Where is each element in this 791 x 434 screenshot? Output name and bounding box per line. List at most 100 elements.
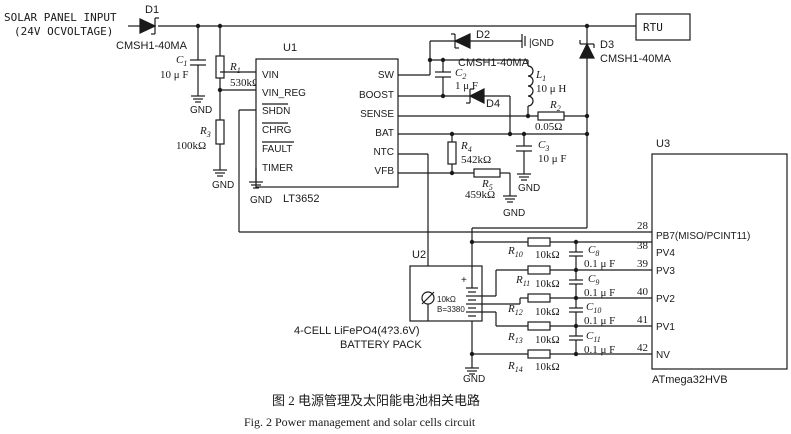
c10-value: 0.1 μ F xyxy=(584,315,615,327)
u1-pin-shdn: SHDN xyxy=(262,106,290,117)
c3-value: 10 μ F xyxy=(538,153,567,165)
solar-input-line2: (24V OCVOLTAGE) xyxy=(14,25,113,38)
capacitor-c3: C3 10 μ F GND xyxy=(516,134,567,194)
d1-part: CMSH1-40MA xyxy=(116,40,188,52)
top-rail xyxy=(128,23,636,29)
u1-pin-vfb: VFB xyxy=(375,166,395,177)
r13-ref: R13 xyxy=(507,331,523,345)
timer-gnd: GND xyxy=(249,168,272,206)
rtu-block: RTU xyxy=(635,13,691,41)
ic-u3-atmega32hvb: U3 ATmega32HVB 28 PB7(MISO/PCINT11) 38 P… xyxy=(637,138,788,386)
l1-ref: L1 xyxy=(535,69,546,83)
resistor-r1: R1 530kΩ xyxy=(215,26,260,120)
u1-pin-sw: SW xyxy=(378,70,395,81)
filter-capacitors: C8 0.1 μ F C9 0.1 μ F C10 0.1 μ F C11 0.… xyxy=(569,242,615,356)
u1-pin-timer: TIMER xyxy=(262,163,293,174)
u2-ref: U2 xyxy=(412,249,426,261)
caption-zh: 图 2 电源管理及太阳能电池相关电路 xyxy=(272,393,480,408)
c3-ref: C3 xyxy=(538,139,549,153)
u1-pin-bat: BAT xyxy=(375,128,394,139)
gnd-r3: GND xyxy=(212,180,234,191)
r12-ref: R12 xyxy=(507,303,523,317)
gnd-battery: GND xyxy=(463,374,485,385)
rtu-label: RTU xyxy=(643,21,663,34)
d3-ref: D3 xyxy=(600,39,614,51)
r2-value: 0.05Ω xyxy=(535,121,562,133)
shdn-to-pb7-wire xyxy=(238,109,652,233)
gnd-d2: |GND xyxy=(529,38,554,49)
r10-ref: R10 xyxy=(507,245,523,259)
u3-pin28-num: 28 xyxy=(637,220,649,232)
u3-pin42-num: 42 xyxy=(637,342,648,354)
u1-pin-vin: VIN xyxy=(262,70,279,81)
r10-value: 10kΩ xyxy=(535,249,560,261)
c2-value: 1 μ F xyxy=(455,80,478,92)
d2-part: CMSH1-40MA xyxy=(458,57,530,69)
inductor-l1: L1 10 μ H xyxy=(527,60,566,116)
u3-pin42-label: NV xyxy=(656,350,670,361)
c1-value: 10 μ F xyxy=(160,69,189,81)
c10-ref: C10 xyxy=(586,301,601,315)
gnd-c1: GND xyxy=(190,105,212,116)
r4-value: 542kΩ xyxy=(461,154,491,166)
c9-ref: C9 xyxy=(588,273,599,287)
r2-ref: R2 xyxy=(549,99,561,113)
u3-name: ATmega32HVB xyxy=(652,374,728,386)
r1-value: 530kΩ xyxy=(230,77,260,89)
d1-ref: D1 xyxy=(145,4,159,16)
d3-part: CMSH1-40MA xyxy=(600,53,672,65)
c11-value: 0.1 μ F xyxy=(584,344,615,356)
pack-line1: 4-CELL LiFePO4(4?3.6V) xyxy=(294,325,420,337)
c8-ref: C8 xyxy=(588,244,599,258)
caption-en: Fig. 2 Power management and solar cells … xyxy=(244,415,476,429)
c8-value: 0.1 μ F xyxy=(584,258,615,270)
u3-ref: U3 xyxy=(656,138,670,150)
c11-ref: C11 xyxy=(586,330,601,344)
capacitor-c1: C1 10 μ F GND xyxy=(160,26,212,116)
d2-ref: D2 xyxy=(476,29,490,41)
figure-caption: 图 2 电源管理及太阳能电池相关电路 Fig. 2 Power manageme… xyxy=(244,393,480,429)
u1-name: LT3652 xyxy=(283,193,320,205)
r1-ref: R1 xyxy=(229,61,241,75)
cell-tap-bus: GND xyxy=(463,227,587,385)
u3-pin40-num: 40 xyxy=(637,286,649,298)
vfb-r5: R5 459kΩ GND xyxy=(398,168,525,219)
gnd-timer: GND xyxy=(250,195,272,206)
u3-pin38-num: 38 xyxy=(637,240,649,252)
u1-ref: U1 xyxy=(283,42,297,54)
thermistor-beta: B=3380 xyxy=(437,305,465,314)
r3-value: 100kΩ xyxy=(176,140,206,152)
boost-node: D4 xyxy=(398,88,511,134)
u3-pin28-label: PB7(MISO/PCINT11) xyxy=(656,231,750,242)
resistor-r3: R3 100kΩ GND xyxy=(176,119,234,191)
r5-ref: R5 xyxy=(481,178,493,192)
c9-value: 0.1 μ F xyxy=(584,287,615,299)
u1-pin-chrg: CHRG xyxy=(262,125,292,136)
c1-ref: C1 xyxy=(176,54,187,68)
r11-value: 10kΩ xyxy=(535,278,560,290)
battery-pack-u2: U2 10kΩ B=3380 + 4-CELL LiFePO4(4?3.6V) … xyxy=(294,249,483,351)
l1-value: 10 μ H xyxy=(536,83,566,95)
u3-pin41-label: PV1 xyxy=(656,322,675,333)
diode-d2: D2 |GND CMSH1-40MA xyxy=(451,29,554,69)
battery-plus: + xyxy=(461,275,467,286)
diode-d1: D1 CMSH1-40MA xyxy=(116,4,188,52)
u1-pin-fault: FAULT xyxy=(262,144,292,155)
resistor-r4: R4 542kΩ xyxy=(447,134,491,176)
u3-pin39-label: PV3 xyxy=(656,266,675,277)
d4-ref: D4 xyxy=(486,98,500,110)
u1-pin-vin-reg: VIN_REG xyxy=(262,88,306,99)
r12-value: 10kΩ xyxy=(535,306,560,318)
c2-ref: C2 xyxy=(455,67,466,81)
r14-ref: R14 xyxy=(507,360,523,374)
switch-node xyxy=(398,40,528,76)
divider-resistors: R10 10kΩ R11 10kΩ R12 10kΩ R13 10kΩ R14 … xyxy=(472,237,652,374)
u1-pin-ntc: NTC xyxy=(373,147,394,158)
solar-input-label: SOLAR PANEL INPUT (24V OCVOLTAGE) xyxy=(4,11,117,38)
r13-value: 10kΩ xyxy=(535,334,560,346)
u3-pin40-label: PV2 xyxy=(656,294,675,305)
r5-value: 459kΩ xyxy=(465,189,495,201)
u3-pin41-num: 41 xyxy=(637,314,648,326)
r11-ref: R11 xyxy=(515,274,530,288)
